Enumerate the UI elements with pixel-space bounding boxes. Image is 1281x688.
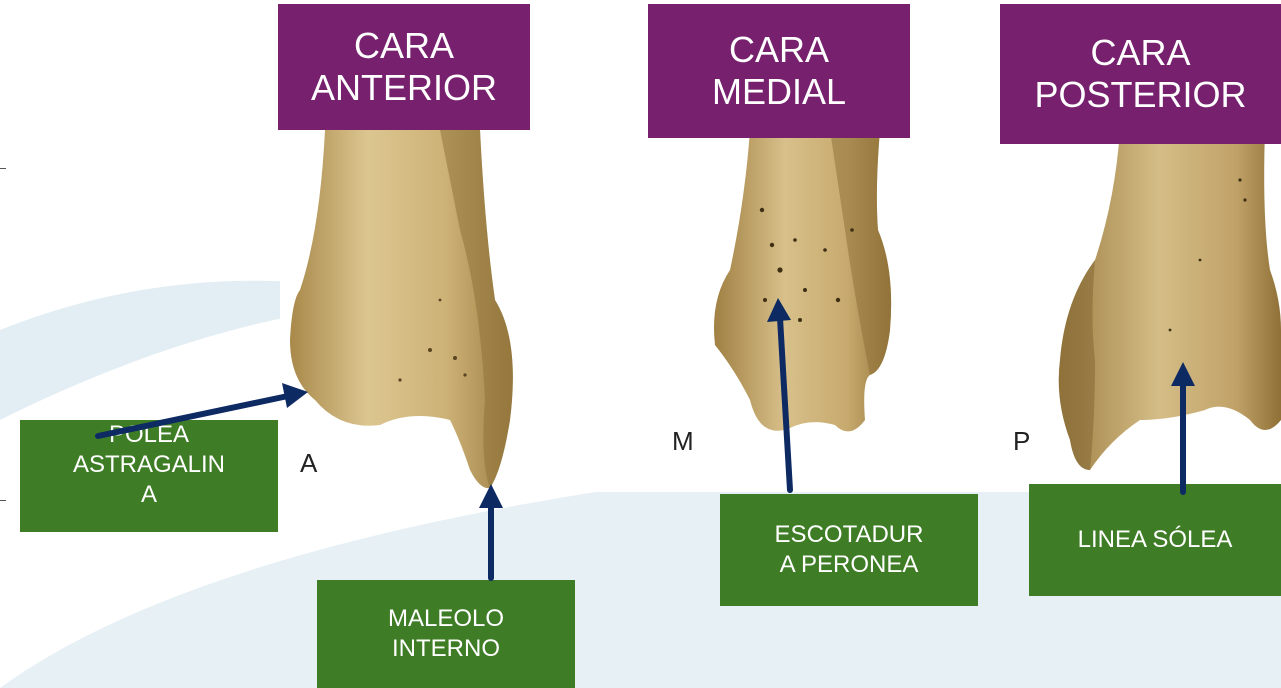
view-letter-medial: M [672,426,694,457]
label-maleolo-interno: MALEOLO INTERNO [317,580,575,688]
label-escotadura-line2: A PERONEA [775,550,924,580]
label-polea-astragalina: POLEA ASTRAGALIN A [20,420,278,532]
title-anterior-line1: CARA [311,25,497,67]
label-escotadura-line1: ESCOTADUR [775,520,924,550]
label-escotadura-peronea: ESCOTADUR A PERONEA [720,494,978,606]
label-polea-line2: ASTRAGALIN [73,450,225,480]
label-polea-line1: POLEA [73,420,225,450]
title-posterior: CARA POSTERIOR [1000,4,1281,144]
title-medial-line1: CARA [712,29,846,71]
label-linea-line1: LINEA SÓLEA [1078,525,1233,555]
title-anterior-line2: ANTERIOR [311,67,497,109]
edge-mark [0,168,6,169]
bone-shadow [1059,260,1095,470]
edge-mark [0,500,6,501]
view-letter-anterior: A [300,448,317,479]
title-anterior: CARA ANTERIOR [278,4,530,130]
label-polea-line3: A [73,480,225,510]
view-letter-posterior: P [1013,426,1030,457]
label-maleolo-line1: MALEOLO [388,604,504,634]
label-maleolo-line2: INTERNO [388,634,504,664]
title-medial: CARA MEDIAL [648,4,910,138]
title-posterior-line1: CARA [1034,32,1246,74]
title-posterior-line2: POSTERIOR [1034,74,1246,116]
label-linea-solea: LINEA SÓLEA [1029,484,1281,596]
title-medial-line2: MEDIAL [712,71,846,113]
